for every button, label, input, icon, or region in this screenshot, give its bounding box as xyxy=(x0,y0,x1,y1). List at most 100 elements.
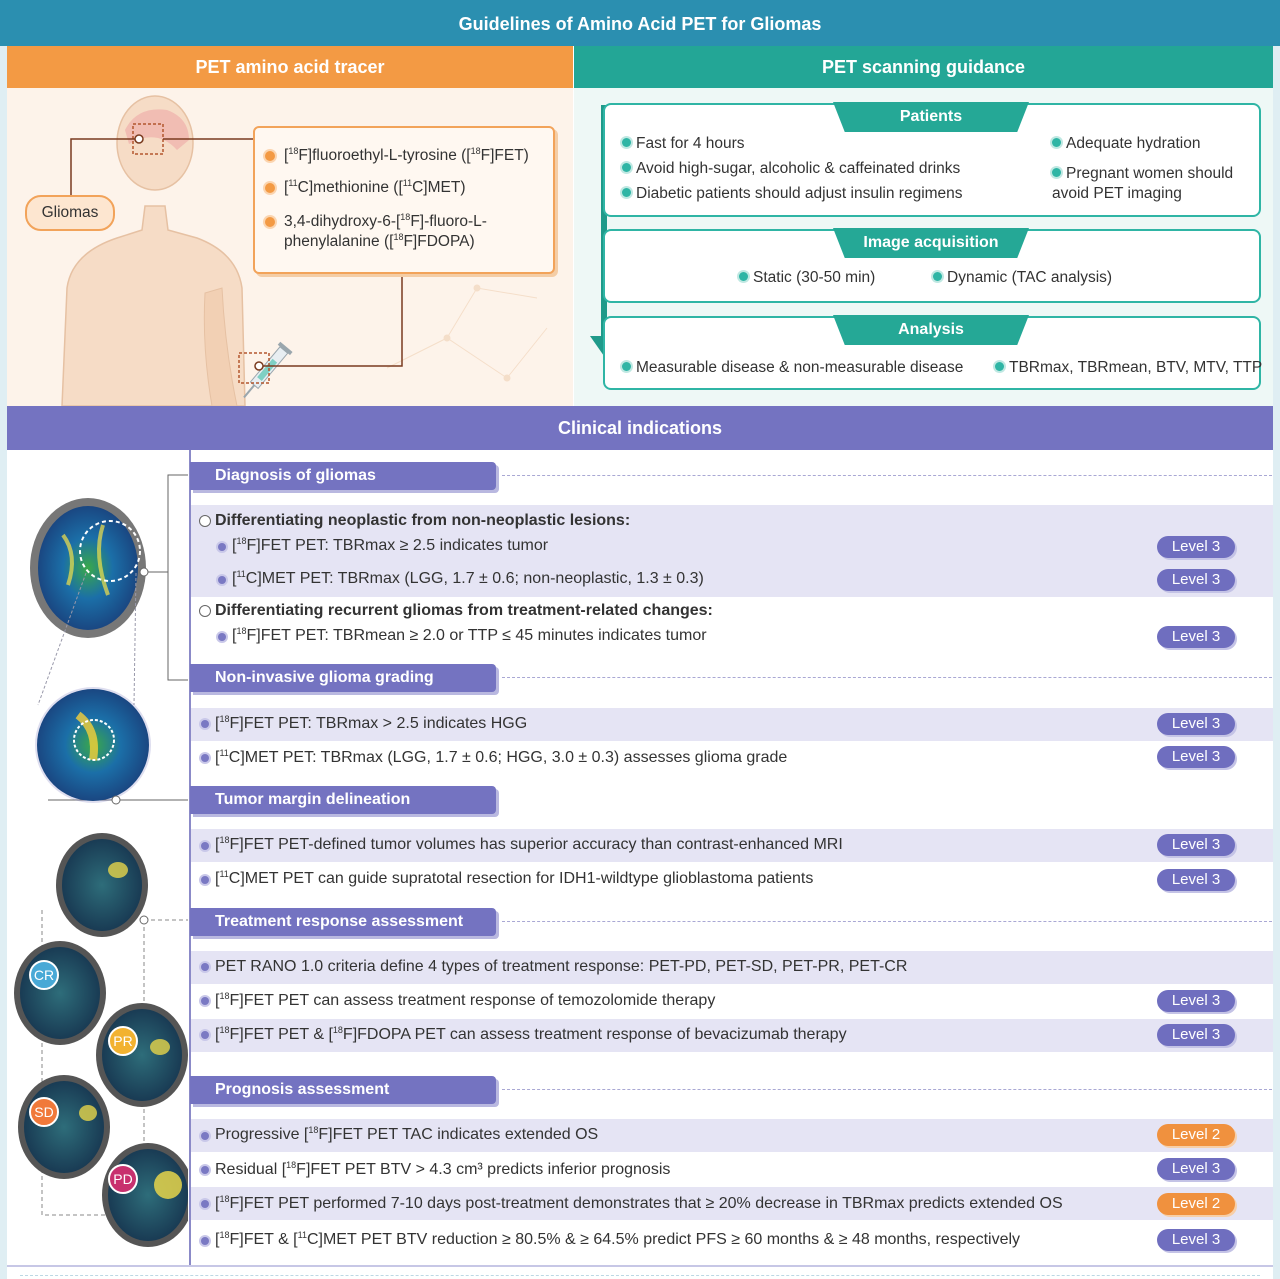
level-badge: Level 2 xyxy=(1157,1124,1235,1146)
bottom-dash xyxy=(20,1275,1260,1276)
patients-item: Diabetic patients should adjust insulin … xyxy=(622,184,963,204)
row-bullet xyxy=(201,754,209,762)
open-circle-icon xyxy=(199,605,211,617)
teal-bullet xyxy=(995,362,1004,371)
tracer-item-fet: [18F]fluoroethyl-L-tyrosine ([18F]FET) xyxy=(265,146,546,166)
row-bullet xyxy=(201,1031,209,1039)
row-text: [18F]FET PET: TBRmean ≥ 2.0 or TTP ≤ 45 … xyxy=(232,626,707,645)
teal-bullet xyxy=(622,138,631,147)
analysis-item: TBRmax, TBRmean, BTV, MTV, TTP xyxy=(995,358,1262,378)
row-bullet xyxy=(218,633,226,641)
level-badge: Level 3 xyxy=(1157,713,1235,735)
row-text: Residual [18F]FET PET BTV > 4.3 cm³ pred… xyxy=(215,1160,671,1179)
level-badge: Level 3 xyxy=(1157,990,1235,1012)
row-bullet xyxy=(201,997,209,1005)
patients-item: Avoid high-sugar, alcoholic & caffeinate… xyxy=(622,159,960,179)
section-response: Treatment response assessment xyxy=(190,908,496,936)
tracer-bullet xyxy=(265,183,275,193)
row-bullet xyxy=(201,842,209,850)
row-band xyxy=(191,1019,1273,1052)
row-bullet xyxy=(201,1166,209,1174)
row-text: [18F]FET PET & [18F]FDOPA PET can assess… xyxy=(215,1025,847,1044)
frame-left xyxy=(0,46,7,1279)
section-prognosis: Prognosis assessment xyxy=(190,1076,496,1104)
teal-bullet xyxy=(739,272,748,281)
level-badge: Level 3 xyxy=(1157,834,1235,856)
level-badge: Level 3 xyxy=(1157,1229,1235,1251)
tracer-header: PET amino acid tracer xyxy=(7,46,573,88)
level-badge: Level 3 xyxy=(1157,569,1235,591)
gliomas-label: Gliomas xyxy=(25,195,115,231)
level-badge: Level 3 xyxy=(1157,869,1235,891)
level-badge: Level 3 xyxy=(1157,1024,1235,1046)
guidance-header: PET scanning guidance xyxy=(574,46,1273,88)
response-badge-pd: PD xyxy=(108,1164,138,1194)
row-band xyxy=(191,1187,1273,1220)
row-text: [18F]FET & [11C]MET PET BTV reduction ≥ … xyxy=(215,1230,1021,1249)
row-bullet xyxy=(218,543,226,551)
acquisition-tab: Image acquisition xyxy=(833,228,1029,258)
response-badge-sd: SD xyxy=(29,1097,59,1127)
section-divider xyxy=(502,1089,1272,1090)
row-band xyxy=(191,505,1273,597)
row-bullet xyxy=(201,963,209,971)
tracer-item-fdopa: 3,4-dihydroxy-6-[18F]-fluoro-L-phenylala… xyxy=(265,212,546,252)
teal-bullet xyxy=(1052,138,1061,147)
section-margin: Tumor margin delineation xyxy=(190,786,496,814)
row-bullet xyxy=(218,576,226,584)
teal-bullet xyxy=(622,163,631,172)
clinical-header: Clinical indications xyxy=(7,406,1273,450)
tracer-list: [18F]fluoroethyl-L-tyrosine ([18F]FET) [… xyxy=(253,126,555,274)
teal-bullet xyxy=(622,362,631,371)
tracer-item-met: [11C]methionine ([11C]MET) xyxy=(265,178,546,198)
row-bullet xyxy=(201,876,209,884)
row-band xyxy=(191,708,1273,741)
tracer-bullet xyxy=(265,217,275,227)
tracer-bullet xyxy=(265,151,275,161)
frame-right xyxy=(1273,46,1280,1279)
row-text: [18F]FET PET-defined tumor volumes has s… xyxy=(215,835,843,854)
patients-tab: Patients xyxy=(833,102,1029,132)
teal-bullet xyxy=(1052,168,1061,177)
section-diagnosis: Diagnosis of gliomas xyxy=(190,462,496,490)
section-grading: Non-invasive glioma grading xyxy=(190,664,496,692)
row-text: Progressive [18F]FET PET TAC indicates e… xyxy=(215,1125,599,1144)
section-divider xyxy=(502,921,1272,922)
bottom-divider xyxy=(7,1265,1273,1267)
analysis-item: Measurable disease & non-measurable dise… xyxy=(622,358,963,378)
diagnosis-subheading: Differentiating recurrent gliomas from t… xyxy=(215,602,713,619)
row-text: [18F]FET PET can assess treatment respon… xyxy=(215,991,716,1010)
diagnosis-subheading: Differentiating neoplastic from non-neop… xyxy=(215,512,631,529)
row-text: [18F]FET PET: TBRmax ≥ 2.5 indicates tum… xyxy=(232,536,549,555)
row-bullet xyxy=(201,720,209,728)
row-text: [18F]FET PET: TBRmax > 2.5 indicates HGG xyxy=(215,714,528,733)
open-circle-icon xyxy=(199,515,211,527)
teal-bullet xyxy=(622,188,631,197)
acquisition-item: Static (30-50 min) xyxy=(739,268,875,288)
level-badge: Level 3 xyxy=(1157,1158,1235,1180)
section-divider xyxy=(502,677,1272,678)
row-bullet xyxy=(201,1237,209,1245)
level-badge: Level 2 xyxy=(1157,1193,1235,1215)
patients-item: Pregnant women should avoid PET imaging xyxy=(1052,165,1234,202)
level-badge: Level 3 xyxy=(1157,746,1235,768)
row-text: PET RANO 1.0 criteria define 4 types of … xyxy=(215,958,908,975)
page-title: Guidelines of Amino Acid PET for Gliomas xyxy=(0,0,1280,46)
section-divider xyxy=(502,475,1272,476)
teal-bullet xyxy=(933,272,942,281)
level-badge: Level 3 xyxy=(1157,536,1235,558)
pet-scan-illustrations xyxy=(14,474,188,1247)
row-band xyxy=(191,1119,1273,1152)
analysis-tab: Analysis xyxy=(833,315,1029,345)
row-text: [18F]FET PET performed 7-10 days post-tr… xyxy=(215,1194,1063,1213)
human-figure-illustration xyxy=(61,95,548,406)
row-text: [11C]MET PET: TBRmax (LGG, 1.7 ± 0.6; HG… xyxy=(215,748,788,767)
response-badge-pr: PR xyxy=(108,1026,138,1056)
row-bullet xyxy=(201,1200,209,1208)
row-band xyxy=(191,829,1273,862)
timeline-spine xyxy=(189,450,191,1265)
row-bullet xyxy=(201,1132,209,1140)
patients-item: Adequate hydration xyxy=(1052,134,1200,154)
acquisition-item: Dynamic (TAC analysis) xyxy=(933,268,1112,288)
row-text: [11C]MET PET can guide supratotal resect… xyxy=(215,869,814,888)
